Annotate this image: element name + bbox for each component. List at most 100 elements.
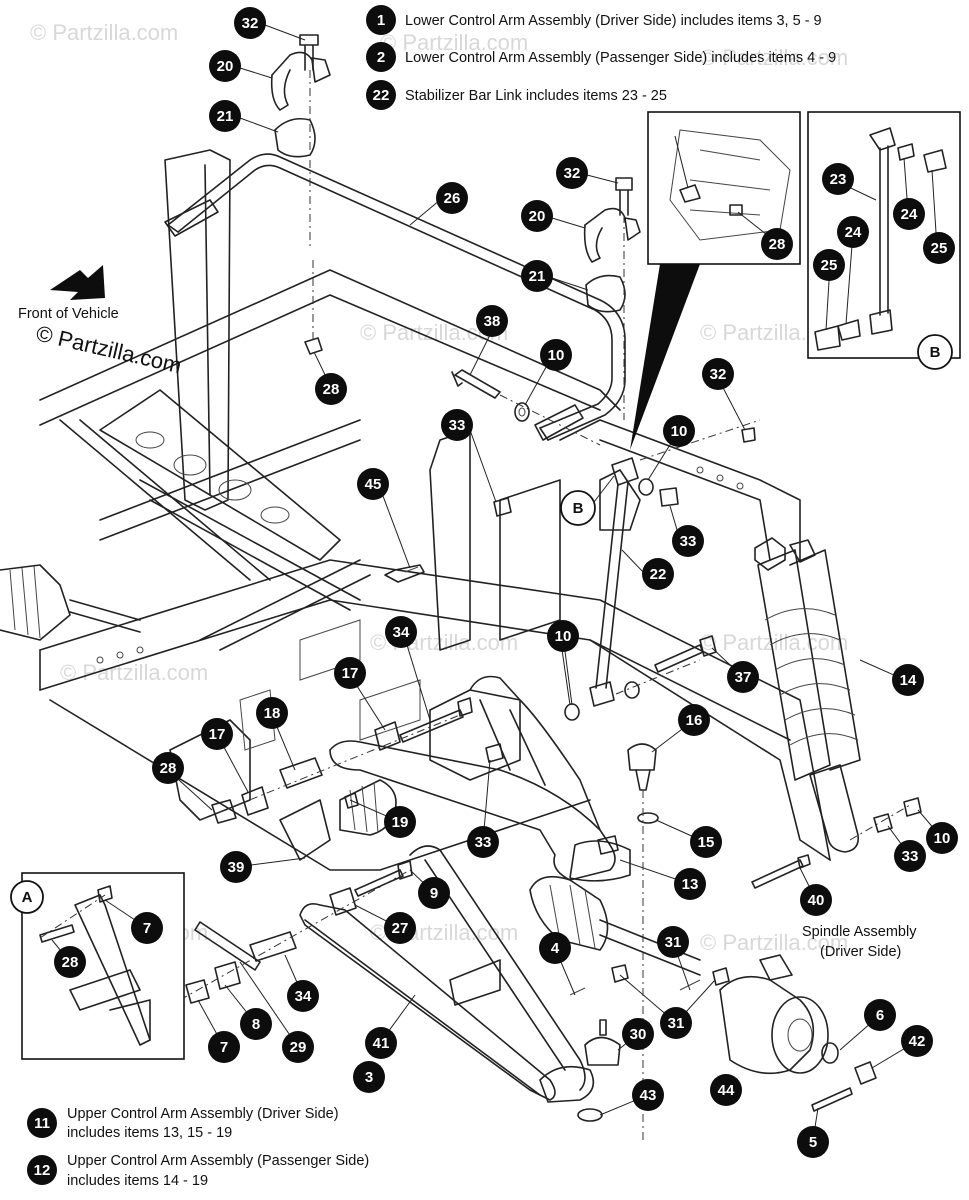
callout-number: 21 (529, 268, 546, 285)
callout-item-8: 8 (240, 1008, 272, 1040)
callout-number: 44 (718, 1082, 735, 1099)
callout-number: 26 (444, 190, 461, 207)
callout-number: 37 (735, 669, 752, 686)
callout-number: 10 (934, 830, 951, 847)
callout-number: 24 (845, 224, 862, 241)
callout-item-38: 38 (476, 305, 508, 337)
callout-item-10: 10 (540, 339, 572, 371)
callout-item-22: 22 (642, 558, 674, 590)
callout-number: 43 (640, 1087, 657, 1104)
bolt-45 (384, 564, 425, 583)
stabilizer-link (564, 419, 761, 721)
callout-number: 25 (821, 257, 838, 274)
bolt-44 (751, 854, 811, 889)
callout-item-17: 17 (334, 657, 366, 689)
callout-number: 27 (392, 920, 409, 937)
callout-number: 33 (680, 533, 697, 550)
callout-item-20: 20 (209, 50, 241, 82)
callout-number: 34 (295, 988, 312, 1005)
callout-number: 17 (342, 665, 359, 682)
callout-item-31: 31 (657, 926, 689, 958)
front-of-vehicle-label: Front of Vehicle (18, 306, 119, 322)
callout-number: 8 (252, 1016, 260, 1033)
callout-number: 4 (551, 940, 560, 957)
spindle-hub (569, 954, 877, 1112)
callout-number: 33 (902, 848, 919, 865)
callout-number: 33 (475, 834, 492, 851)
callout-item-32: 32 (234, 7, 266, 39)
callout-number: 10 (548, 347, 565, 364)
callout-number: 30 (630, 1026, 647, 1043)
callout-item-33: 33 (467, 826, 499, 858)
legend-callout: 22 (366, 80, 396, 110)
ball-joint-lower (584, 964, 629, 1066)
callout-item-33: 33 (672, 525, 704, 557)
callout-item-29: 29 (282, 1031, 314, 1063)
shock-absorber (754, 537, 861, 853)
callout-number: 20 (217, 58, 234, 75)
callout-item-15: 15 (690, 826, 722, 858)
callout-item-45: 45 (357, 468, 389, 500)
callout-item-28: 28 (152, 752, 184, 784)
callout-number: 7 (143, 920, 151, 937)
bolt-and-washer (451, 369, 601, 446)
stabilizer-clamp-lower (583, 177, 641, 420)
part-callouts: 3220212632202138102832282324252425334510… (54, 7, 958, 1158)
legend-text: Upper Control Arm Assembly (Passenger Si… (67, 1153, 369, 1169)
lower-arm-hardware (179, 860, 413, 1004)
callout-item-16: 16 (678, 704, 710, 736)
callout-number: 28 (769, 236, 786, 253)
callout-item-33: 33 (894, 840, 926, 872)
callout-item-28: 28 (761, 228, 793, 260)
svg-text:1: 1 (377, 12, 385, 29)
callout-number: 13 (682, 876, 699, 893)
legend-callout: 2 (366, 42, 396, 72)
callout-item-4: 4 (539, 932, 571, 964)
callout-number: 16 (686, 712, 703, 729)
callout-item-10: 10 (926, 822, 958, 854)
callout-number: 18 (264, 705, 281, 722)
callout-number: 6 (876, 1007, 884, 1024)
callout-item-6: 6 (864, 999, 896, 1031)
callout-number: 40 (808, 892, 825, 909)
svg-text:A: A (22, 889, 33, 906)
callout-item-21: 21 (521, 260, 553, 292)
callout-item-41: 41 (365, 1027, 397, 1059)
callout-number: 25 (931, 240, 948, 257)
callout-item-10: 10 (663, 415, 695, 447)
callout-number: 3 (365, 1069, 373, 1086)
callout-number: 32 (242, 15, 259, 32)
nut-28-upper (304, 260, 323, 355)
bushing-39 (849, 804, 911, 841)
callout-item-37: 37 (727, 661, 759, 693)
callout-number: 28 (62, 954, 79, 971)
callout-item-23: 23 (822, 163, 854, 195)
callout-item-34: 34 (287, 980, 319, 1012)
callout-item-18: 18 (256, 697, 288, 729)
callout-number: 15 (698, 834, 715, 851)
svg-text:B: B (573, 500, 584, 517)
svg-text:Spindle Assembly: Spindle Assembly (802, 924, 917, 940)
nuts-33 (485, 497, 922, 817)
legend-callout: 12 (27, 1155, 57, 1185)
legend-text: includes items 13, 15 - 19 (67, 1125, 232, 1141)
callout-item-25: 25 (923, 232, 955, 264)
callout-number: 32 (710, 366, 727, 383)
callout-number: 19 (392, 814, 409, 831)
callout-item-44: 44 (710, 1074, 742, 1106)
callout-number: 28 (160, 760, 177, 777)
legend-text: Stabilizer Bar Link includes items 23 - … (405, 88, 667, 104)
callout-item-25: 25 (813, 249, 845, 281)
callout-number: 21 (217, 108, 234, 125)
callout-item-40: 40 (800, 884, 832, 916)
callout-item-33: 33 (441, 409, 473, 441)
legend-top: 1 Lower Control Arm Assembly (Driver Sid… (366, 5, 836, 110)
callout-item-39: 39 (220, 851, 252, 883)
callout-number: 17 (209, 726, 226, 743)
legend-text: includes items 14 - 19 (67, 1173, 208, 1189)
callout-number: 22 (650, 566, 667, 583)
detail-ref-b-link: B (560, 490, 596, 526)
legend-text: Upper Control Arm Assembly (Driver Side) (67, 1106, 339, 1122)
callout-number: 38 (484, 313, 501, 330)
callout-number: 9 (430, 885, 438, 902)
